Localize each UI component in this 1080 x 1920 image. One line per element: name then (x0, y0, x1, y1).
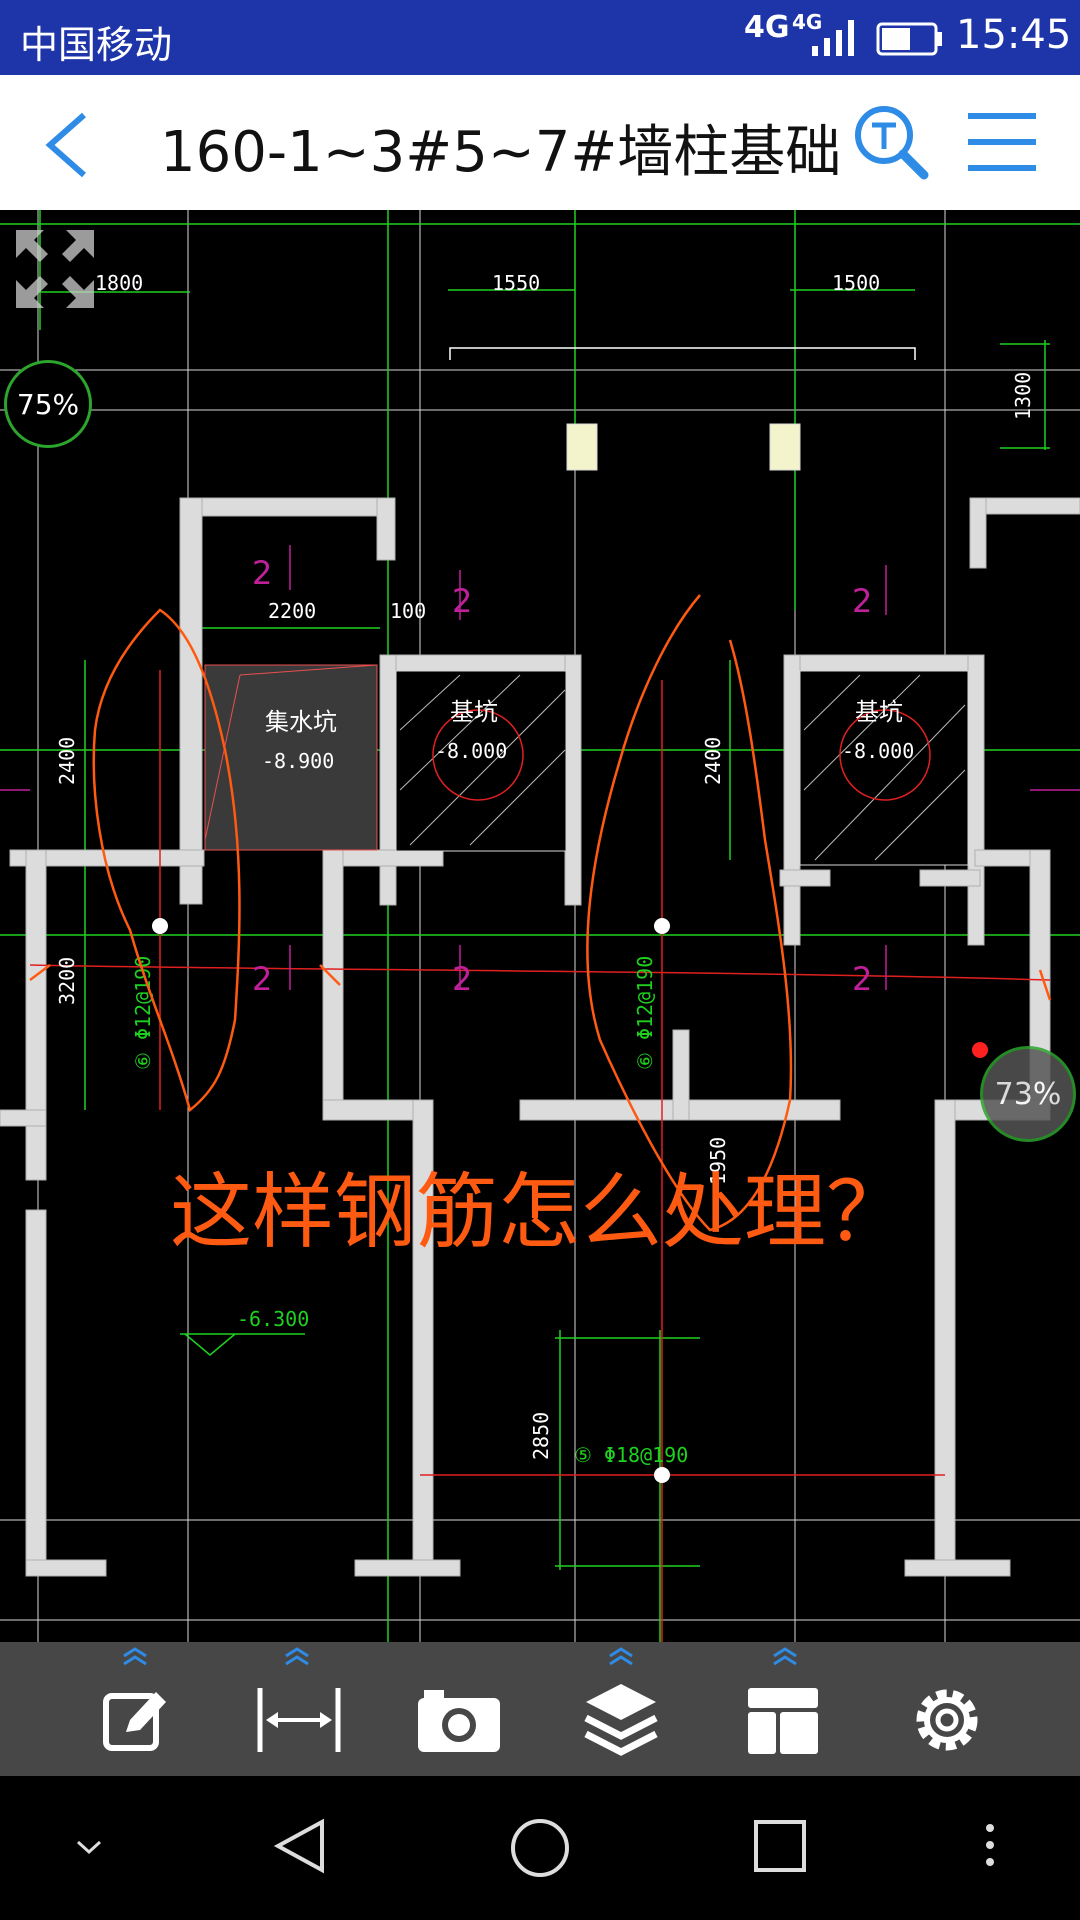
dim-2850: 2850 (529, 1412, 553, 1460)
edit-icon[interactable] (90, 1680, 180, 1760)
label-pit-a: 基坑 (450, 698, 498, 726)
carrier-name: 中国移动 (20, 23, 173, 67)
dim-1300: 1300 (1011, 372, 1035, 420)
label-pit-a-level: -8.000 (435, 739, 507, 763)
measure-icon[interactable] (254, 1680, 344, 1760)
annotation-question: 这样钢筋怎么处理？ (170, 1165, 908, 1260)
label-water-pit-level: -8.900 (262, 749, 334, 773)
layers-icon[interactable] (576, 1680, 666, 1760)
more-vertical-icon[interactable] (982, 1820, 998, 1870)
dim-100: 100 (390, 599, 426, 623)
signal-icon (812, 20, 854, 56)
network-type-secondary: 4G (792, 10, 823, 34)
wall-mark-2: 2 (452, 582, 472, 620)
label-pit-b-level: -8.000 (842, 739, 914, 763)
wall-mark-4: 2 (252, 960, 272, 998)
rebar-label-right: ⑥ Φ12@190 (633, 956, 657, 1070)
text-search-icon[interactable] (852, 103, 932, 183)
dim-2400-left: 2400 (55, 737, 79, 785)
triangle-back-icon[interactable] (270, 1816, 330, 1876)
chevron-up-icon[interactable] (120, 1646, 150, 1666)
chevron-up-icon[interactable] (606, 1646, 636, 1666)
settings-icon[interactable] (902, 1680, 992, 1760)
dim-1950: 1950 (706, 1137, 730, 1185)
layout-icon[interactable] (738, 1680, 828, 1760)
zoom-indicator-left[interactable]: 75% (4, 360, 92, 448)
status-bar: 中国移动 4G 4G 15:45 (0, 0, 1080, 75)
zoom-indicator-right[interactable]: 73% (980, 1046, 1076, 1142)
dim-3200: 3200 (55, 957, 79, 1005)
wall-mark-5: 2 (452, 960, 472, 998)
camera-icon[interactable] (414, 1680, 504, 1760)
dim-2200: 2200 (268, 599, 316, 623)
wall-mark-1: 2 (252, 554, 272, 592)
chevron-down-icon[interactable] (74, 1838, 104, 1858)
clock: 15:45 (956, 12, 1072, 58)
chevron-up-icon[interactable] (282, 1646, 312, 1666)
dim-1800: 1800 (95, 271, 143, 295)
chevron-left-icon[interactable] (36, 105, 106, 185)
label-water-pit: 集水坑 (265, 708, 337, 736)
battery-icon (876, 22, 942, 56)
label-pit-b: 基坑 (855, 698, 903, 726)
drawing-canvas[interactable]: 1800 1550 1500 1300 2200 100 2400 2400 3… (0, 210, 1080, 1642)
cad-drawing[interactable]: 1800 1550 1500 1300 2200 100 2400 2400 3… (0, 210, 1080, 1642)
rebar-label-bottom: ⑤ Φ18@190 (574, 1443, 688, 1467)
network-type: 4G (744, 10, 790, 45)
page-title: 160-1~3#5~7#墙柱基础 (160, 120, 842, 185)
hamburger-menu-icon[interactable] (964, 107, 1040, 177)
dim-1500: 1500 (832, 271, 880, 295)
wall-mark-3: 2 (852, 582, 872, 620)
app-bar: 160-1~3#5~7#墙柱基础 (0, 75, 1080, 210)
chevron-up-icon[interactable] (770, 1646, 800, 1666)
dim-1550: 1550 (492, 271, 540, 295)
fullscreen-expand-icon[interactable] (14, 228, 96, 310)
system-nav-bar (0, 1776, 1080, 1920)
circle-home-icon[interactable] (508, 1816, 572, 1880)
dim-2400-right: 2400 (701, 737, 725, 785)
wall-mark-6: 2 (852, 960, 872, 998)
bottom-toolbar (0, 1642, 1080, 1776)
label-floor-level: -6.300 (237, 1307, 309, 1331)
square-recents-icon[interactable] (752, 1818, 808, 1874)
